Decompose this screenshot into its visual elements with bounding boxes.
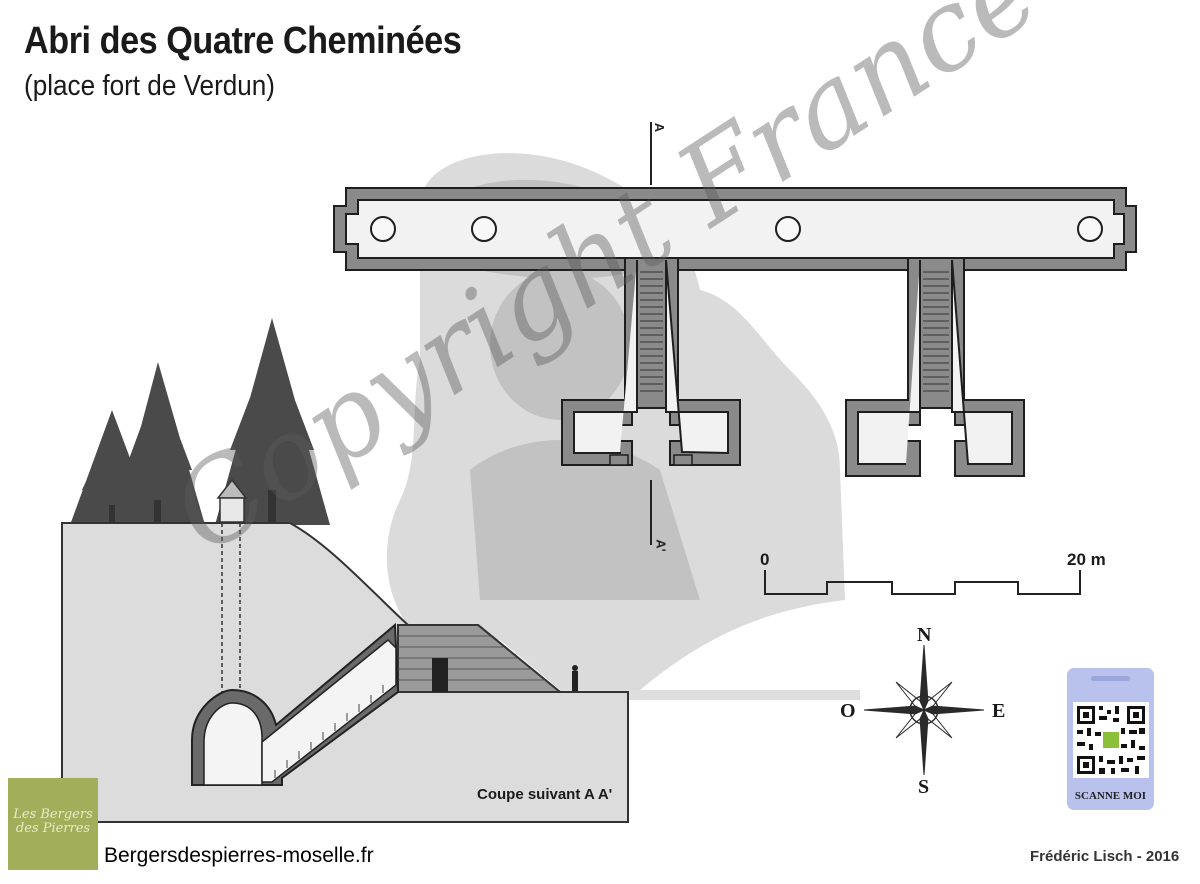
qr-center-logo <box>1103 732 1119 748</box>
qr-label: SCANNE MOI <box>1074 790 1147 802</box>
logo-text: Les Bergers des Pierres <box>13 807 93 836</box>
section-marker-a-prime: A' <box>653 539 669 552</box>
compass-west-label: O <box>840 700 856 722</box>
page-title: Abri des Quatre Cheminées <box>24 20 462 62</box>
page-subtitle: (place fort de Verdun) <box>24 70 276 102</box>
chimney-4 <box>1077 216 1103 242</box>
compass-south-label: S <box>918 776 930 798</box>
website-link[interactable]: Bergersdespierres-moselle.fr <box>104 844 374 867</box>
stair-treads <box>274 685 384 778</box>
tree-right <box>215 318 330 525</box>
right-stair-steps <box>923 271 949 392</box>
stair-passage <box>261 638 397 783</box>
scale-start-label: 0 <box>760 550 770 569</box>
trees <box>70 318 330 525</box>
tree-middle <box>115 362 205 525</box>
phone-notch <box>1091 676 1130 681</box>
left-stairway-interior <box>573 259 729 455</box>
chimney-2 <box>471 216 497 242</box>
tunnel-interior <box>203 702 263 786</box>
scale-bar <box>764 570 1081 595</box>
author-credit: Frédéric Lisch - 2016 <box>1030 848 1180 865</box>
main-gallery-interior <box>345 199 1125 259</box>
bergers-logo: Les Bergers des Pierres <box>8 778 98 870</box>
compass-north-label: N <box>917 624 932 646</box>
right-stairway-interior <box>857 259 1013 465</box>
qr-code-card[interactable]: SCANNE MOI <box>1067 668 1154 810</box>
brick-lines <box>398 635 545 681</box>
left-exit-jamb-l <box>609 454 629 466</box>
section-marker-a: A <box>652 122 668 133</box>
section-caption: Coupe suivant A A' <box>477 786 613 803</box>
entrance-door <box>432 658 448 692</box>
qr-code[interactable] <box>1073 702 1149 778</box>
left-stair-steps <box>640 271 663 392</box>
person-figure <box>572 665 578 691</box>
scale-end-label: 20 m <box>1067 550 1106 569</box>
left-exit-jamb-r <box>673 454 693 466</box>
chimney-head <box>219 497 245 523</box>
chimney-3 <box>775 216 801 242</box>
chimney-1 <box>370 216 396 242</box>
compass-east-label: E <box>992 700 1006 722</box>
